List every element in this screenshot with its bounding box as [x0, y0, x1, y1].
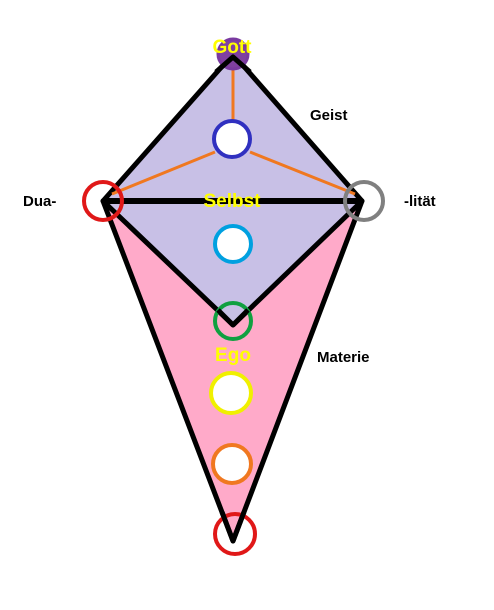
heart-peak — [216, 308, 250, 328]
sacral-circle — [211, 443, 253, 485]
heart-circle — [213, 301, 253, 341]
label-ego: Ego — [215, 345, 251, 366]
third-eye-circle — [212, 119, 252, 159]
label-selbst: Selbst — [203, 191, 261, 212]
label-dua: Dua- — [23, 193, 56, 210]
label-materie: Materie — [317, 349, 370, 366]
label-litaet: -lität — [404, 193, 436, 210]
root-circle — [213, 512, 257, 556]
label-geist: Geist — [310, 107, 348, 124]
label-gott: Gott — [212, 37, 252, 58]
root-peak — [219, 511, 247, 544]
right-duality-circle — [343, 180, 385, 222]
left-duality-circle — [82, 180, 124, 222]
throat-circle — [213, 224, 253, 264]
crown-peak — [214, 54, 252, 74]
solar-plexus-circle — [209, 371, 253, 415]
